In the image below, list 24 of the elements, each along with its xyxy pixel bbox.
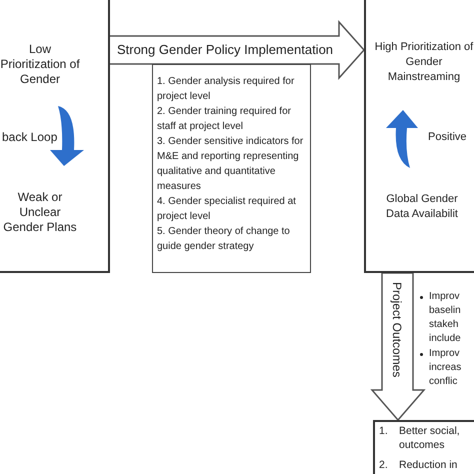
edge-label: Strong Gender Policy Implementation <box>116 42 334 58</box>
edge-label: Project Outcomes <box>389 282 405 378</box>
note-text: Improv baselin stakeh include <box>429 290 462 346</box>
node-text: Weak or Unclear Gender Plans <box>2 190 78 235</box>
list-item: 2. Gender training required for staff at project level <box>157 105 292 134</box>
node-text: Low Prioritization of Gender <box>0 42 81 87</box>
process-box <box>373 420 474 474</box>
node-text: Positive <box>428 130 467 145</box>
block-arrow <box>370 272 426 422</box>
list-item: 2. <box>379 458 389 473</box>
list-item: 1. <box>379 424 389 439</box>
node-text: back Loop <box>2 129 58 146</box>
list-item: 5. Gender theory of change to guide gender strategy <box>157 225 291 254</box>
list-box <box>152 64 311 273</box>
node-text: High Prioritization of Gender Mainstreaming <box>374 40 474 85</box>
list-item: 3. Gender sensitive indicators for M&E and reporting representing qualitative and quantitative measures <box>157 135 304 194</box>
list-item: 4. Gender specialist required at project level <box>157 195 297 224</box>
list-item: 1. Gender analysis required for project level <box>157 75 296 104</box>
process-box <box>0 0 110 273</box>
note-text: Improv increas conflic <box>429 347 462 389</box>
process-box <box>364 0 474 273</box>
list-item: Reduction in <box>399 458 458 473</box>
node-text: Global Gender Data Availabilit <box>385 192 459 222</box>
list-item: Better social, outcomes <box>399 424 461 453</box>
